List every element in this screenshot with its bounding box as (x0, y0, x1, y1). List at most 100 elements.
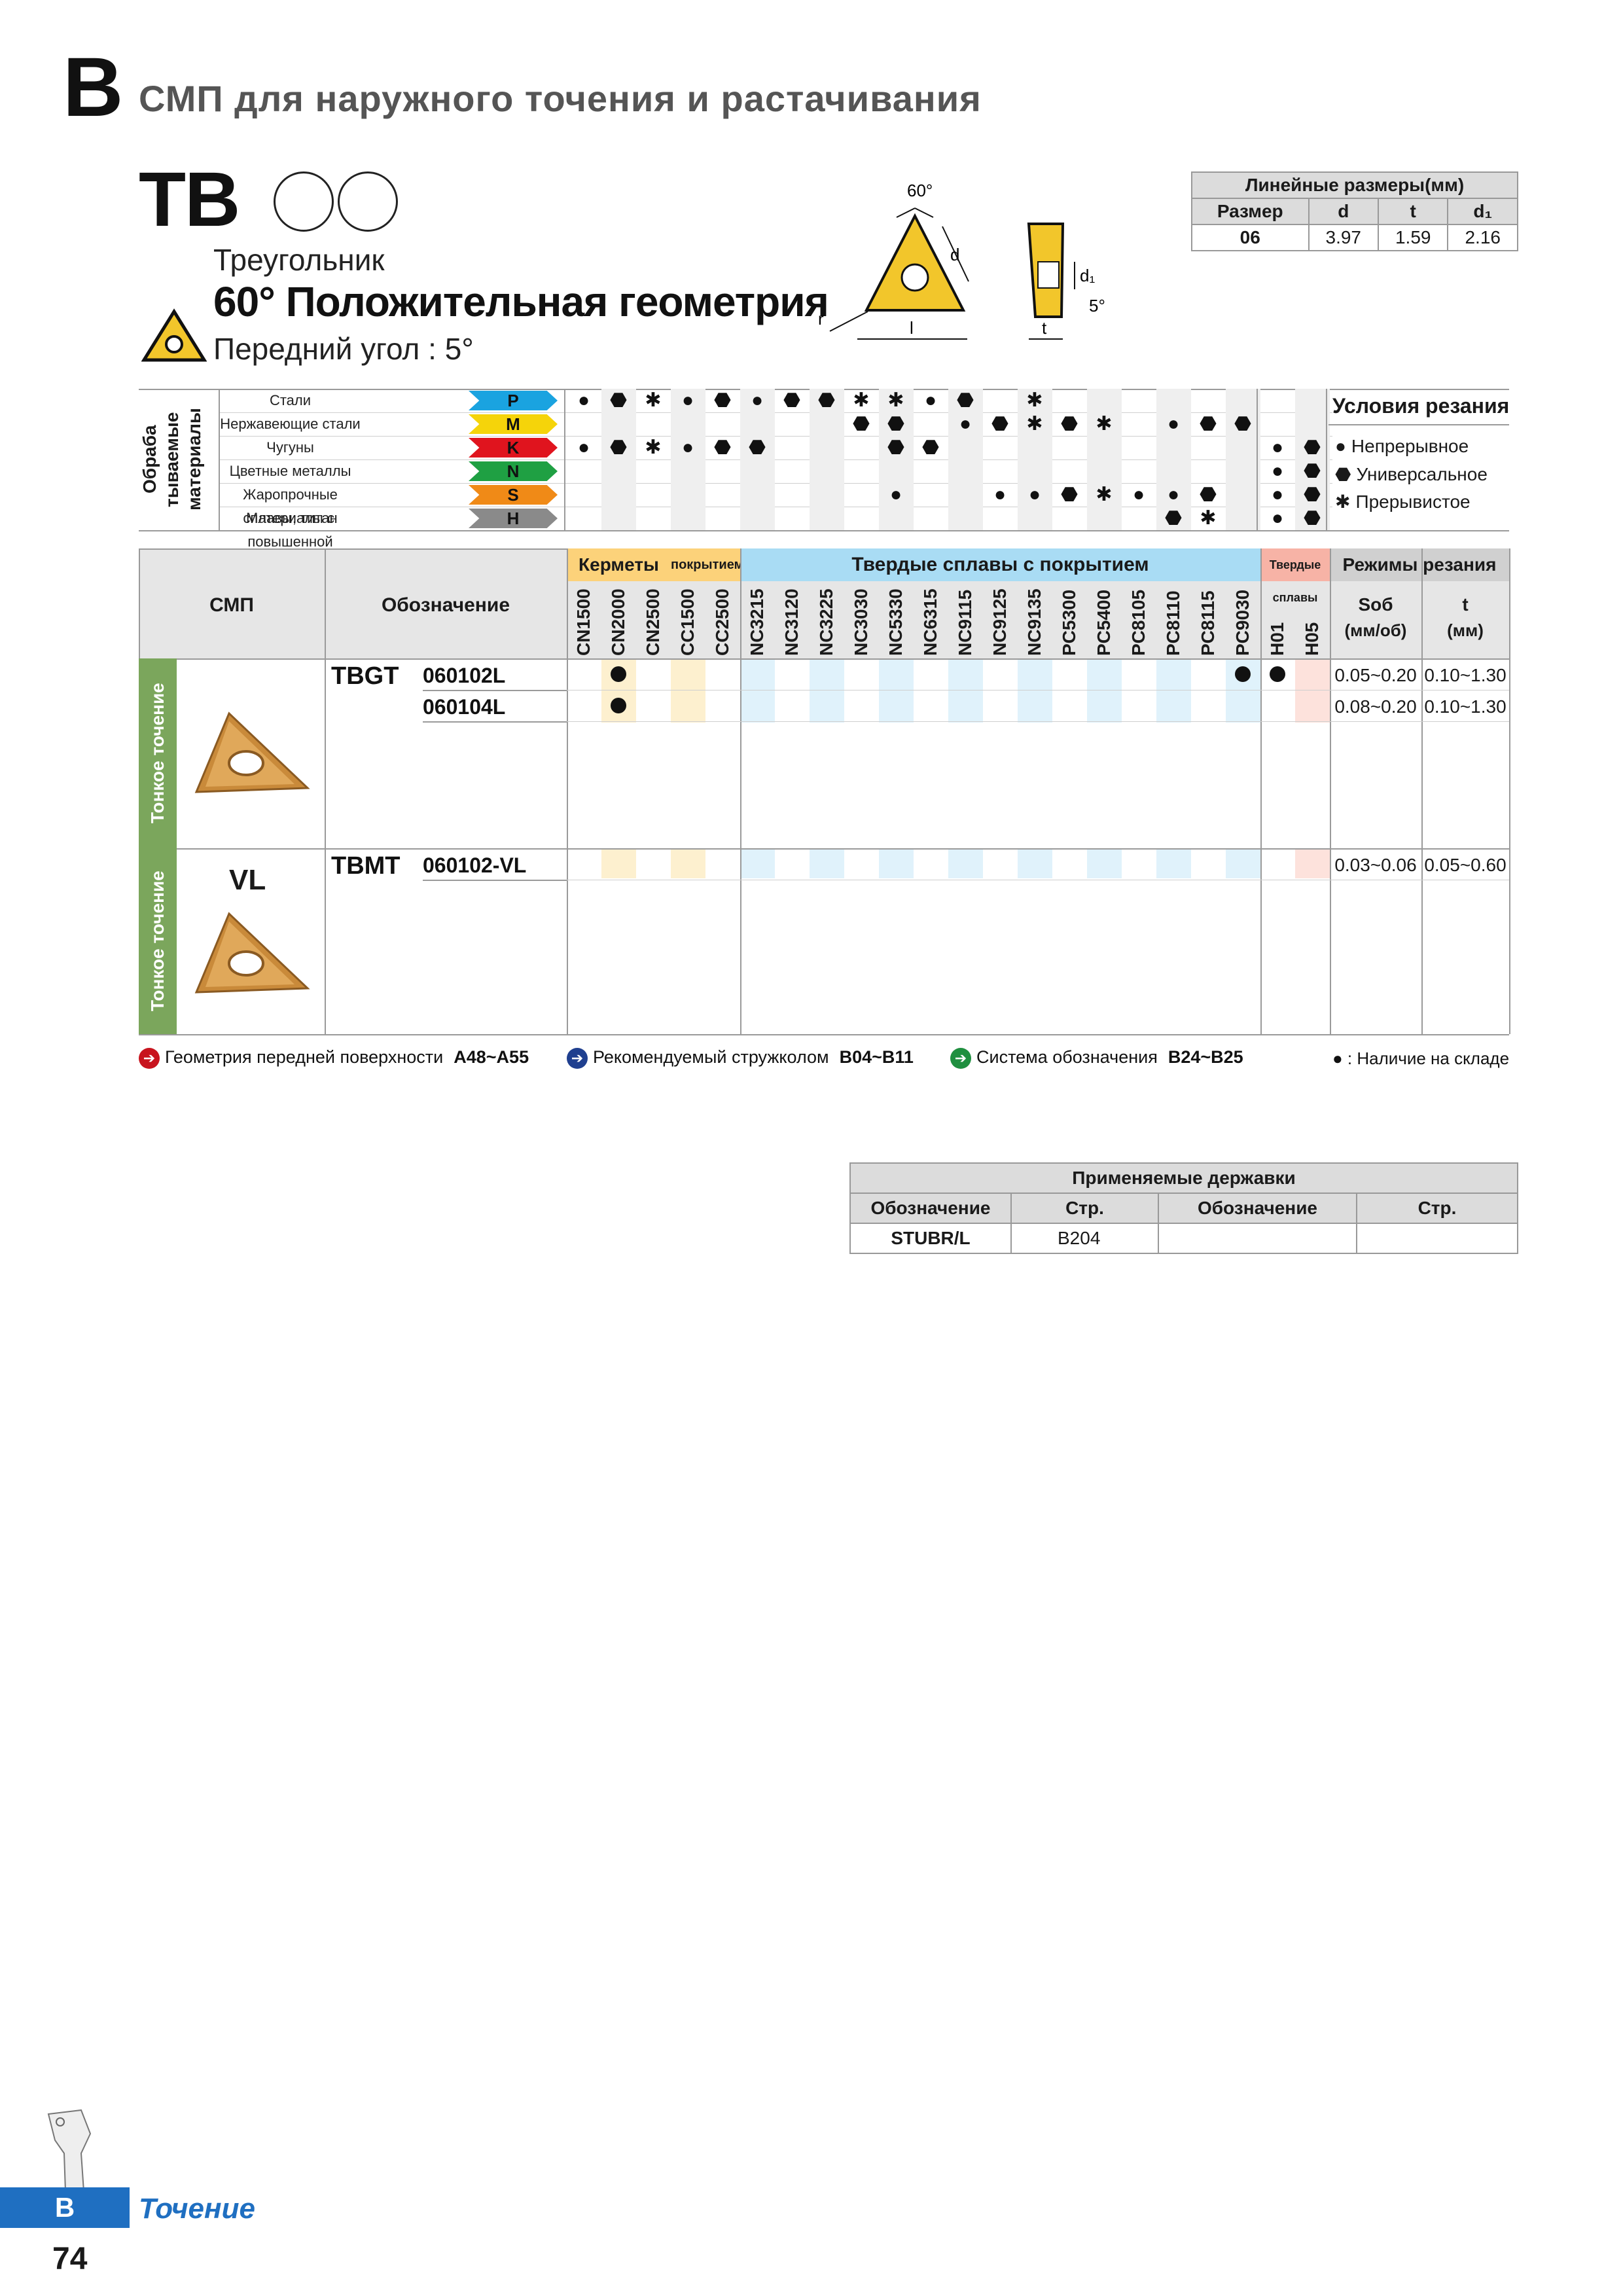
cutting-condition-mark: ⬣ (956, 389, 974, 411)
feed-unit: (мм/об) (1344, 620, 1407, 640)
reference-label: Рекомендуемый стружколом (593, 1047, 829, 1067)
feed-value: 0.03~0.06 (1334, 855, 1417, 875)
dim-header: t (1377, 198, 1449, 225)
grade-column-header: NC6315 (920, 588, 940, 656)
cutting-condition-mark: ● (681, 437, 694, 458)
grade-column-header: NC3215 (747, 588, 767, 656)
cutting-condition-mark: ● (1167, 484, 1180, 505)
triangle-insert-icon (141, 308, 207, 362)
l-label: l (910, 318, 914, 338)
cutting-condition-mark: ⬣ (609, 389, 628, 411)
depth-value: 0.10~1.30 (1424, 696, 1507, 717)
depth-value: 0.05~0.60 (1424, 855, 1507, 875)
holder-header: Стр. (1356, 1193, 1518, 1224)
designation-header: Обозначение (381, 594, 510, 616)
section-tab[interactable]: B (0, 2187, 130, 2228)
holder-code (1157, 1223, 1358, 1254)
clearance-label: 5° (1089, 296, 1105, 315)
grade-column-header: PC8110 (1163, 590, 1183, 656)
holders-title: Применяемые державки (849, 1162, 1518, 1194)
cutting-condition-mark: ● (577, 437, 590, 458)
stock-dot-icon (1270, 666, 1285, 682)
dim-value: 1.59 (1377, 224, 1449, 251)
product-family: TBGT (331, 662, 399, 690)
arrow-right-icon: ➔ (139, 1047, 160, 1069)
holder-page (1356, 1223, 1518, 1254)
grade-column-header: PC5400 (1094, 589, 1114, 656)
dim-header: d (1308, 198, 1379, 225)
product-designation: 060102L (423, 664, 506, 687)
cutting-condition-mark: ⬣ (1303, 507, 1321, 529)
cutting-condition-mark: ● (959, 413, 972, 435)
stock-dot-icon (611, 666, 626, 682)
cutting-condition-mark: ● (1271, 484, 1284, 505)
condition-legend-item: ✱Прерывистое (1335, 491, 1471, 512)
grade-column-header: PC9030 (1232, 589, 1253, 656)
cutting-condition-mark: ⬣ (1199, 413, 1217, 435)
grade-band-label: Твердые сплавы (1260, 548, 1330, 604)
holders-table: Применяемые державки Обозначение Стр. Об… (849, 1162, 1518, 1254)
insert-geometry: 60° Положительная геометрия (213, 278, 829, 325)
grade-column-header: CC2500 (712, 588, 732, 656)
condition-label: Непрерывное (1351, 436, 1469, 456)
holder-header: Обозначение (849, 1193, 1012, 1224)
grade-column-header: NC9135 (1024, 588, 1044, 656)
feed-header: Sоб (1358, 594, 1393, 615)
holder-code: STUBR/L (849, 1223, 1012, 1254)
section-name: Точение (139, 2193, 255, 2225)
cutting-condition-mark: ✱ (1026, 413, 1043, 435)
cutting-condition-mark: ✱ (853, 389, 870, 411)
cutting-condition-mark: ✱ (1096, 413, 1113, 435)
turning-tool-icon (47, 2109, 92, 2192)
cutting-condition-mark: ✱ (645, 437, 662, 458)
feed-value: 0.08~0.20 (1334, 696, 1417, 717)
depth-value: 0.10~1.30 (1424, 665, 1507, 685)
cutting-condition-mark: ● (1028, 484, 1041, 505)
cutting-condition-mark: ⬣ (748, 437, 766, 458)
cutting-condition-mark: ✱ (1200, 507, 1217, 529)
product-designation: 060104L (423, 695, 506, 719)
page-number: 74 (52, 2242, 88, 2276)
cutting-condition-mark: ● (681, 389, 694, 411)
reference-pages: B04~B11 (839, 1047, 914, 1067)
cutting-condition-mark: ✱ (1096, 484, 1113, 505)
grade-column-header: NC9125 (990, 588, 1010, 656)
cutting-condition-mark: ✱ (887, 389, 904, 411)
cutting-condition-mark: ✱ (1026, 389, 1043, 411)
cutting-condition-mark: ⬣ (852, 413, 870, 435)
cutting-condition-mark: ● (889, 484, 902, 505)
grade-column-header: CN2500 (643, 588, 663, 656)
dim-header: d₁ (1447, 198, 1518, 225)
condition-label: Прерывистое (1355, 492, 1471, 512)
materials-side-label: Обраба тываемые материалы (139, 408, 204, 511)
material-name: Жаропрочные сплавы, титан (243, 486, 338, 526)
material-name: Стали (269, 392, 312, 408)
grade-column-header: CN1500 (573, 588, 594, 656)
dim-size: 06 (1191, 224, 1310, 251)
stock-dot-icon (1235, 666, 1251, 682)
section-letter: B (63, 41, 124, 134)
insert-drawing: 60° d r l t d₁ 5° (818, 181, 1105, 340)
material-name: Чугуны (266, 439, 314, 456)
dim-header: Размер (1191, 198, 1310, 225)
reference-label: Система обозначения (976, 1047, 1158, 1067)
cutting-condition-mark: ⬣ (783, 389, 801, 411)
cutting-condition-mark: ● (577, 389, 590, 411)
cutting-condition-mark: ⬣ (713, 389, 732, 411)
material-letter-badge: S (469, 485, 558, 505)
holder-header: Стр. (1010, 1193, 1159, 1224)
grade-column-header: NC5330 (885, 588, 906, 656)
arrow-right-icon: ➔ (950, 1047, 971, 1069)
condition-legend-item: ●Непрерывное (1335, 436, 1469, 457)
dimensions-table: Линейные размеры(мм) Размер d t d₁ 06 3.… (1191, 171, 1518, 251)
cutting-condition-mark: ● (1271, 507, 1284, 529)
cutting-condition-mark: ⬣ (1303, 437, 1321, 458)
cutting-condition-mark: ⬣ (1060, 484, 1079, 505)
material-letter-badge: K (469, 438, 558, 457)
product-designation: 060102-VL (423, 853, 527, 877)
rake-angle: Передний угол : 5° (213, 332, 474, 366)
